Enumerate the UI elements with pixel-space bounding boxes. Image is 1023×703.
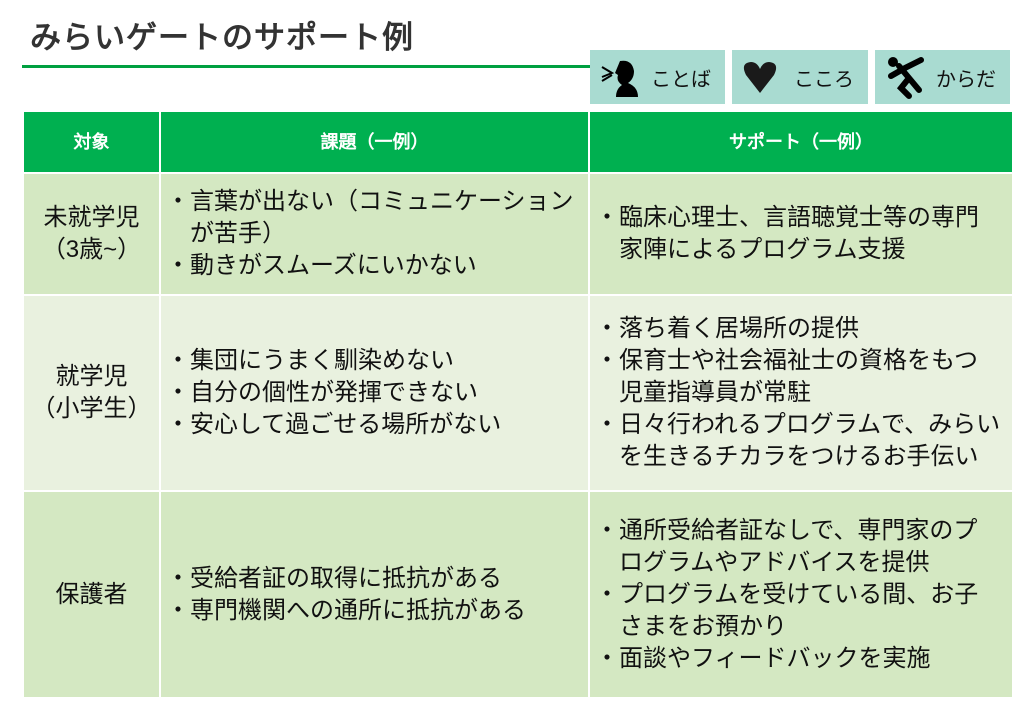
target-cell: 就学児 （小学生） <box>22 294 161 492</box>
issues-cell: 集団にうまく馴染めない自分の個性が発揮できない安心して過ごせる場所がない <box>159 294 590 492</box>
list-item: 落ち着く居場所の提供 <box>595 313 1001 345</box>
chip-label: からだ <box>936 68 996 91</box>
heart-icon <box>742 59 778 95</box>
running-person-icon <box>885 54 929 100</box>
table-row: 未就学児 （3歳~） 言葉が出ない（コミュニケーションが苦手）動きがスムーズにいか… <box>22 172 1014 296</box>
list-item: 集団にうまく馴染めない <box>166 345 577 377</box>
support-cell: 臨床心理士、言語聴覚士等の専門家陣によるプログラム支援 <box>588 172 1014 296</box>
chip-karada: からだ <box>875 50 1010 104</box>
target-text: 保護者 <box>55 580 128 608</box>
title-underline <box>22 65 590 68</box>
table-row: 保護者 受給者証の取得に抵抗がある専門機関への通所に抵抗がある 通所受給者証なし… <box>22 490 1014 699</box>
table-row: 就学児 （小学生） 集団にうまく馴染めない自分の個性が発揮できない安心して過ごせる… <box>22 294 1014 492</box>
page-title: みらいゲートのサポート例 <box>30 20 414 55</box>
issues-cell: 受給者証の取得に抵抗がある専門機関への通所に抵抗がある <box>159 490 590 699</box>
target-subtext: （3歳~） <box>41 236 142 263</box>
header-target: 対象 <box>22 110 161 174</box>
target-subtext: （小学生） <box>31 395 152 422</box>
issues-cell: 言葉が出ない（コミュニケーションが苦手）動きがスムーズにいかない <box>159 172 590 296</box>
list-item: 専門機関への通所に抵抗がある <box>166 595 577 627</box>
list-item: プログラムを受けている間、お子さまをお預かり <box>595 579 1001 643</box>
list-item: 言葉が出ない（コミュニケーションが苦手） <box>166 186 577 250</box>
header-issues: 課題（一例） <box>159 110 590 174</box>
target-text: 就学児 <box>55 363 128 390</box>
list-item: 安心して過ごせる場所がない <box>166 409 577 441</box>
header-support: サポート（一例） <box>588 110 1014 174</box>
target-cell: 保護者 <box>22 490 161 699</box>
target-cell: 未就学児 （3歳~） <box>22 172 161 296</box>
chip-label: こころ <box>794 68 854 91</box>
list-item: 保育士や社会福祉士の資格をもつ児童指導員が常駐 <box>595 345 1001 409</box>
list-item: 臨床心理士、言語聴覚士等の専門家陣によるプログラム支援 <box>595 202 1001 266</box>
list-item: 自分の個性が発揮できない <box>166 377 577 409</box>
list-item: 受給者証の取得に抵抗がある <box>166 563 577 595</box>
chip-label: ことば <box>651 68 711 91</box>
list-item: 日々行われるプログラムで、みらいを生きるチカラをつけるお手伝い <box>595 409 1001 473</box>
list-item: 通所受給者証なしで、専門家のプログラムやアドバイスを提供 <box>595 515 1001 579</box>
chip-kotoba: ことば <box>590 50 725 104</box>
support-cell: 落ち着く居場所の提供保育士や社会福祉士の資格をもつ児童指導員が常駐日々行われるプ… <box>588 294 1014 492</box>
list-item: 動きがスムーズにいかない <box>166 250 577 282</box>
list-item: 面談やフィードバックを実施 <box>595 643 1001 675</box>
target-text: 未就学児 <box>43 204 140 231</box>
support-table: 対象 課題（一例） サポート（一例） 未就学児 （3歳~） 言葉が出ない（コミュニ… <box>22 110 1014 699</box>
chip-kokoro: こころ <box>732 50 868 104</box>
speaking-person-icon <box>600 55 644 99</box>
table-header: 対象 課題（一例） サポート（一例） <box>22 110 1014 174</box>
support-cell: 通所受給者証なしで、専門家のプログラムやアドバイスを提供プログラムを受けている間… <box>588 490 1014 699</box>
